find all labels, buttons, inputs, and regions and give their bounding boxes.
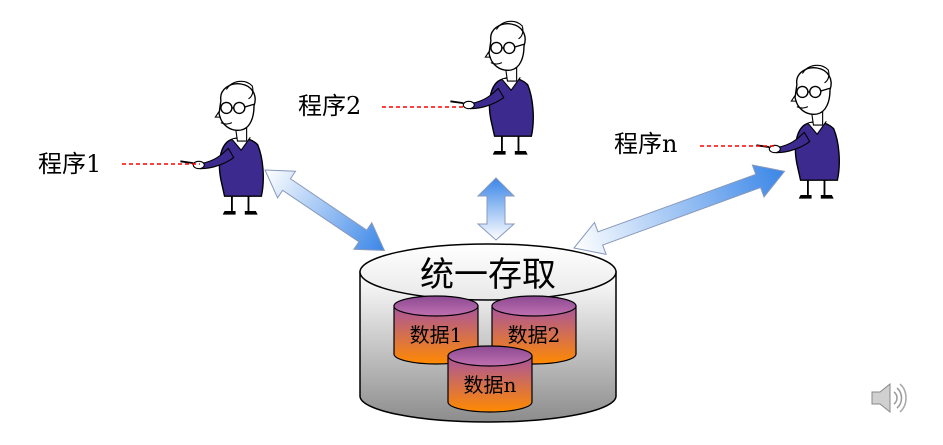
program-2-access-arrow xyxy=(476,177,516,241)
program-1-access-arrow xyxy=(264,169,386,252)
program-n-label: 程序n xyxy=(614,130,677,158)
database-n-label: 数据n xyxy=(464,373,517,397)
database-1-label: 数据1 xyxy=(410,323,463,347)
program-2-figure xyxy=(449,20,535,156)
program-1-figure xyxy=(179,80,265,216)
program-1-label: 程序1 xyxy=(38,150,101,178)
database-2-label: 数据2 xyxy=(508,323,561,347)
program-n-access-arrow xyxy=(573,164,786,256)
program-2-label: 程序2 xyxy=(298,92,361,120)
unified-storage-label: 统一存取 xyxy=(420,255,556,295)
speaker-icon[interactable] xyxy=(871,382,907,414)
database-n-cylinder xyxy=(447,345,533,413)
